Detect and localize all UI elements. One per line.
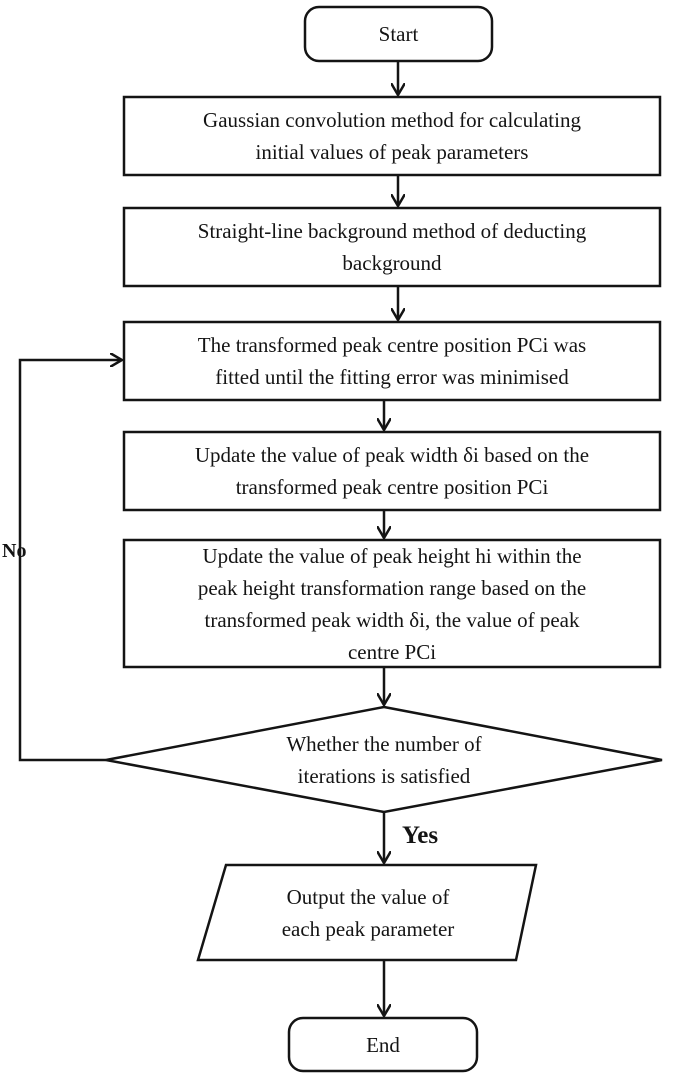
step4-label: Update the value of peak width δi based … <box>124 432 660 510</box>
output-text: Output the value of each peak parameter <box>281 885 455 941</box>
start-label: Start <box>305 7 492 61</box>
step3-label: The transformed peak centre position PCi… <box>124 322 660 400</box>
step4-text: Update the value of peak width δi based … <box>194 443 590 499</box>
step1-box <box>122 95 662 177</box>
step2-label: Straight-line background method of deduc… <box>124 208 660 286</box>
end-label: End <box>289 1018 477 1071</box>
end-terminal <box>287 1016 479 1073</box>
step4-box <box>122 430 662 512</box>
step2-text: Straight-line background method of deduc… <box>197 219 587 275</box>
step1-text: Gaussian convolution method for calculat… <box>203 108 581 164</box>
no-label: No <box>2 540 27 562</box>
output-label: Output the value of each peak parameter <box>212 870 524 956</box>
step5-box <box>122 538 662 669</box>
step2-box <box>122 206 662 288</box>
step3-text: The transformed peak centre position PCi… <box>197 333 587 389</box>
decision-label: Whether the number of iterations is sati… <box>200 722 568 798</box>
step3-box <box>122 320 662 402</box>
step5-label: Update the value of peak height hi withi… <box>124 540 660 667</box>
yes-label: Yes <box>402 822 439 849</box>
arrow-no-loop <box>18 360 122 762</box>
step1-label: Gaussian convolution method for calculat… <box>124 97 660 175</box>
end-text: End <box>366 1032 400 1057</box>
decision-text: Whether the number of iterations is sati… <box>286 732 482 788</box>
start-text: Start <box>378 22 419 46</box>
output-parallelogram <box>196 863 538 962</box>
step5-text: Update the value of peak height hi withi… <box>197 543 587 664</box>
